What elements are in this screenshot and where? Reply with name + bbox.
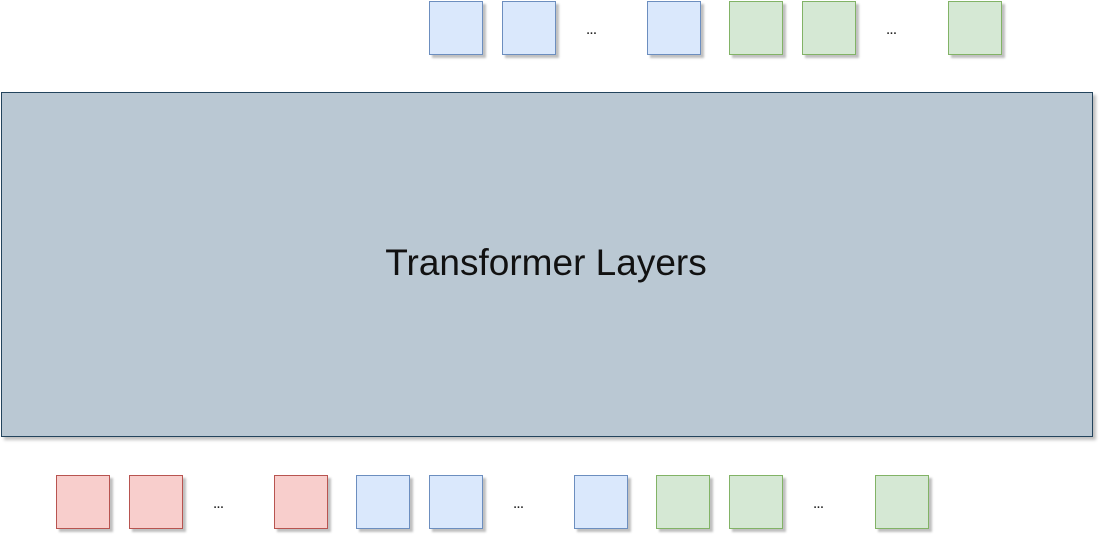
input-token-green [729, 475, 783, 529]
input-token-red [274, 475, 328, 529]
input-ellipsis: ... [812, 495, 824, 512]
output-token-blue [647, 1, 701, 55]
input-token-green [656, 475, 710, 529]
output-token-green [948, 1, 1002, 55]
input-token-blue [574, 475, 628, 529]
output-token-blue [429, 1, 483, 55]
input-ellipsis: ... [512, 495, 524, 512]
output-ellipsis: ... [585, 21, 597, 38]
input-ellipsis: ... [212, 495, 224, 512]
input-token-green [875, 475, 929, 529]
transformer-layers-label: Transformer Layers [385, 241, 707, 283]
input-token-red [56, 475, 110, 529]
input-token-blue [429, 475, 483, 529]
output-ellipsis: ... [885, 21, 897, 38]
input-token-red [129, 475, 183, 529]
transformer-layers-block: Transformer Layers [1, 92, 1093, 437]
output-token-green [802, 1, 856, 55]
output-token-blue [502, 1, 556, 55]
input-token-blue [356, 475, 410, 529]
output-token-green [729, 1, 783, 55]
